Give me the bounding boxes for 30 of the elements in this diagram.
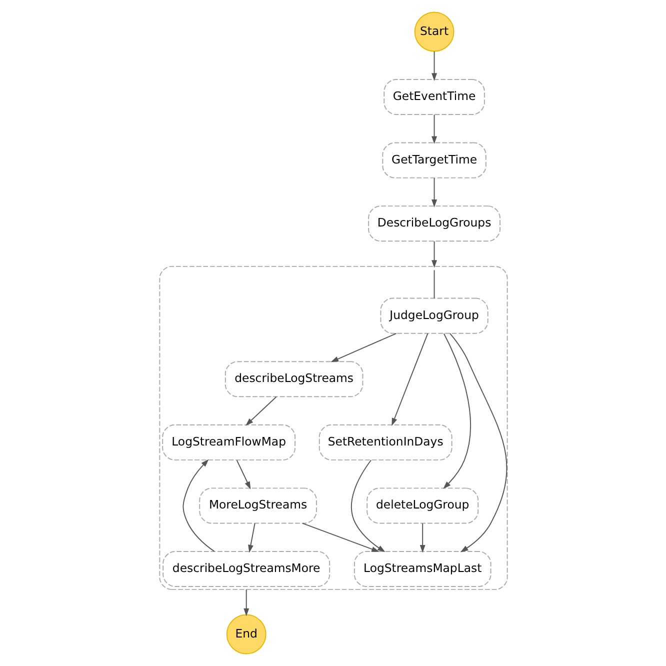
arrow: [391, 333, 428, 426]
arrow: [419, 522, 425, 553]
arrow: [449, 332, 507, 552]
arrow: [431, 178, 437, 208]
node-circle: Start: [414, 12, 454, 52]
arrow: [245, 396, 276, 426]
node-box: GetEventTime: [383, 78, 484, 116]
node-box: DescribeLogGroups: [368, 206, 500, 242]
arrow: [330, 332, 396, 362]
connector: [433, 270, 434, 299]
node-circle: End: [226, 614, 266, 654]
node-box: LogStreamsMapLast: [353, 550, 491, 588]
arrow: [431, 50, 437, 81]
node-box: SetRetentionInDays: [318, 424, 452, 460]
node-box: describeLogStreamsMore: [162, 550, 330, 588]
node-box: deleteLogGroup: [366, 488, 478, 524]
arrow: [182, 459, 214, 552]
node-box: describeLogStreams: [224, 361, 363, 398]
arrow: [302, 522, 379, 552]
node-box: GetTargetTime: [382, 142, 486, 178]
arrow: [236, 460, 250, 490]
node-box: MoreLogStreams: [198, 488, 316, 524]
arrow: [248, 522, 255, 553]
arrow: [431, 114, 437, 144]
node-box: LogStreamFlowMap: [162, 424, 296, 460]
node-box: JudgeLogGroup: [380, 298, 488, 334]
arrow: [442, 333, 471, 489]
arrow: [243, 588, 249, 616]
arrow: [431, 240, 437, 268]
arrow: [350, 460, 385, 552]
